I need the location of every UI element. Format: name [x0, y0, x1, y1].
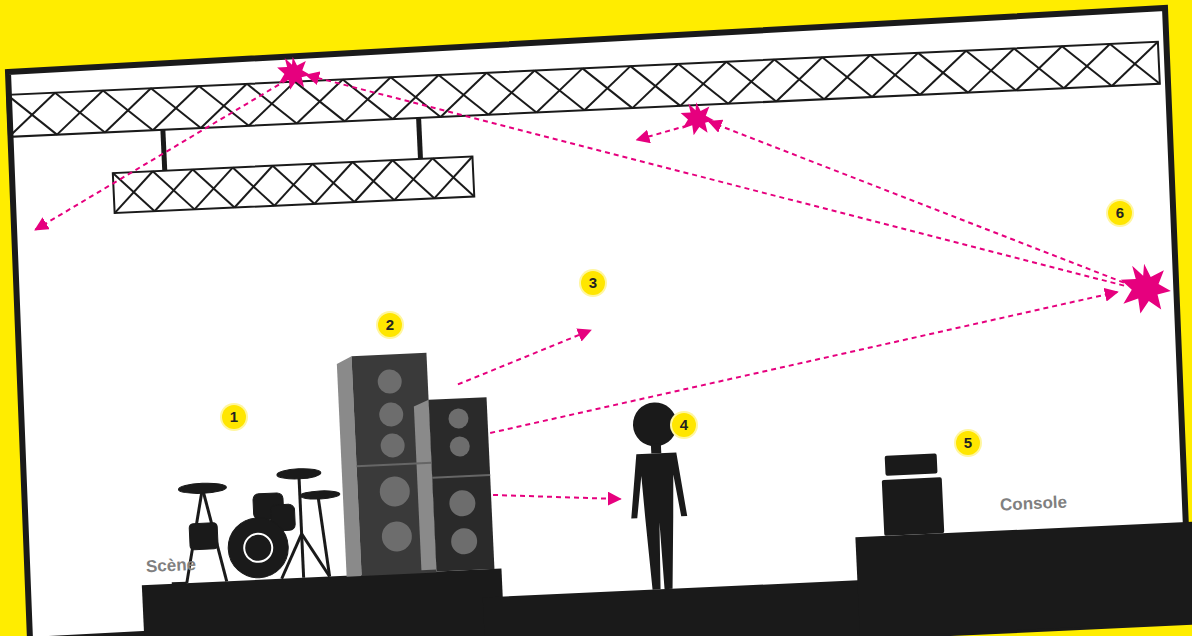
mixing-console	[881, 453, 945, 536]
callout-number: 4	[672, 413, 696, 437]
callout-number: 5	[956, 431, 980, 455]
speaker-stack	[337, 350, 495, 577]
reflection-star	[277, 17, 1172, 353]
callout-number: 3	[581, 271, 605, 295]
lighting-truss	[7, 42, 1163, 218]
callout-number: 2	[378, 313, 402, 337]
console-riser	[855, 522, 1192, 636]
callout-number: 1	[222, 405, 246, 429]
stage-platform	[142, 569, 506, 636]
sound-path-arrow	[29, 38, 1133, 526]
callout-number: 6	[1108, 201, 1132, 225]
console-label: Console	[1000, 492, 1068, 515]
stage-label: Scène	[146, 555, 197, 577]
